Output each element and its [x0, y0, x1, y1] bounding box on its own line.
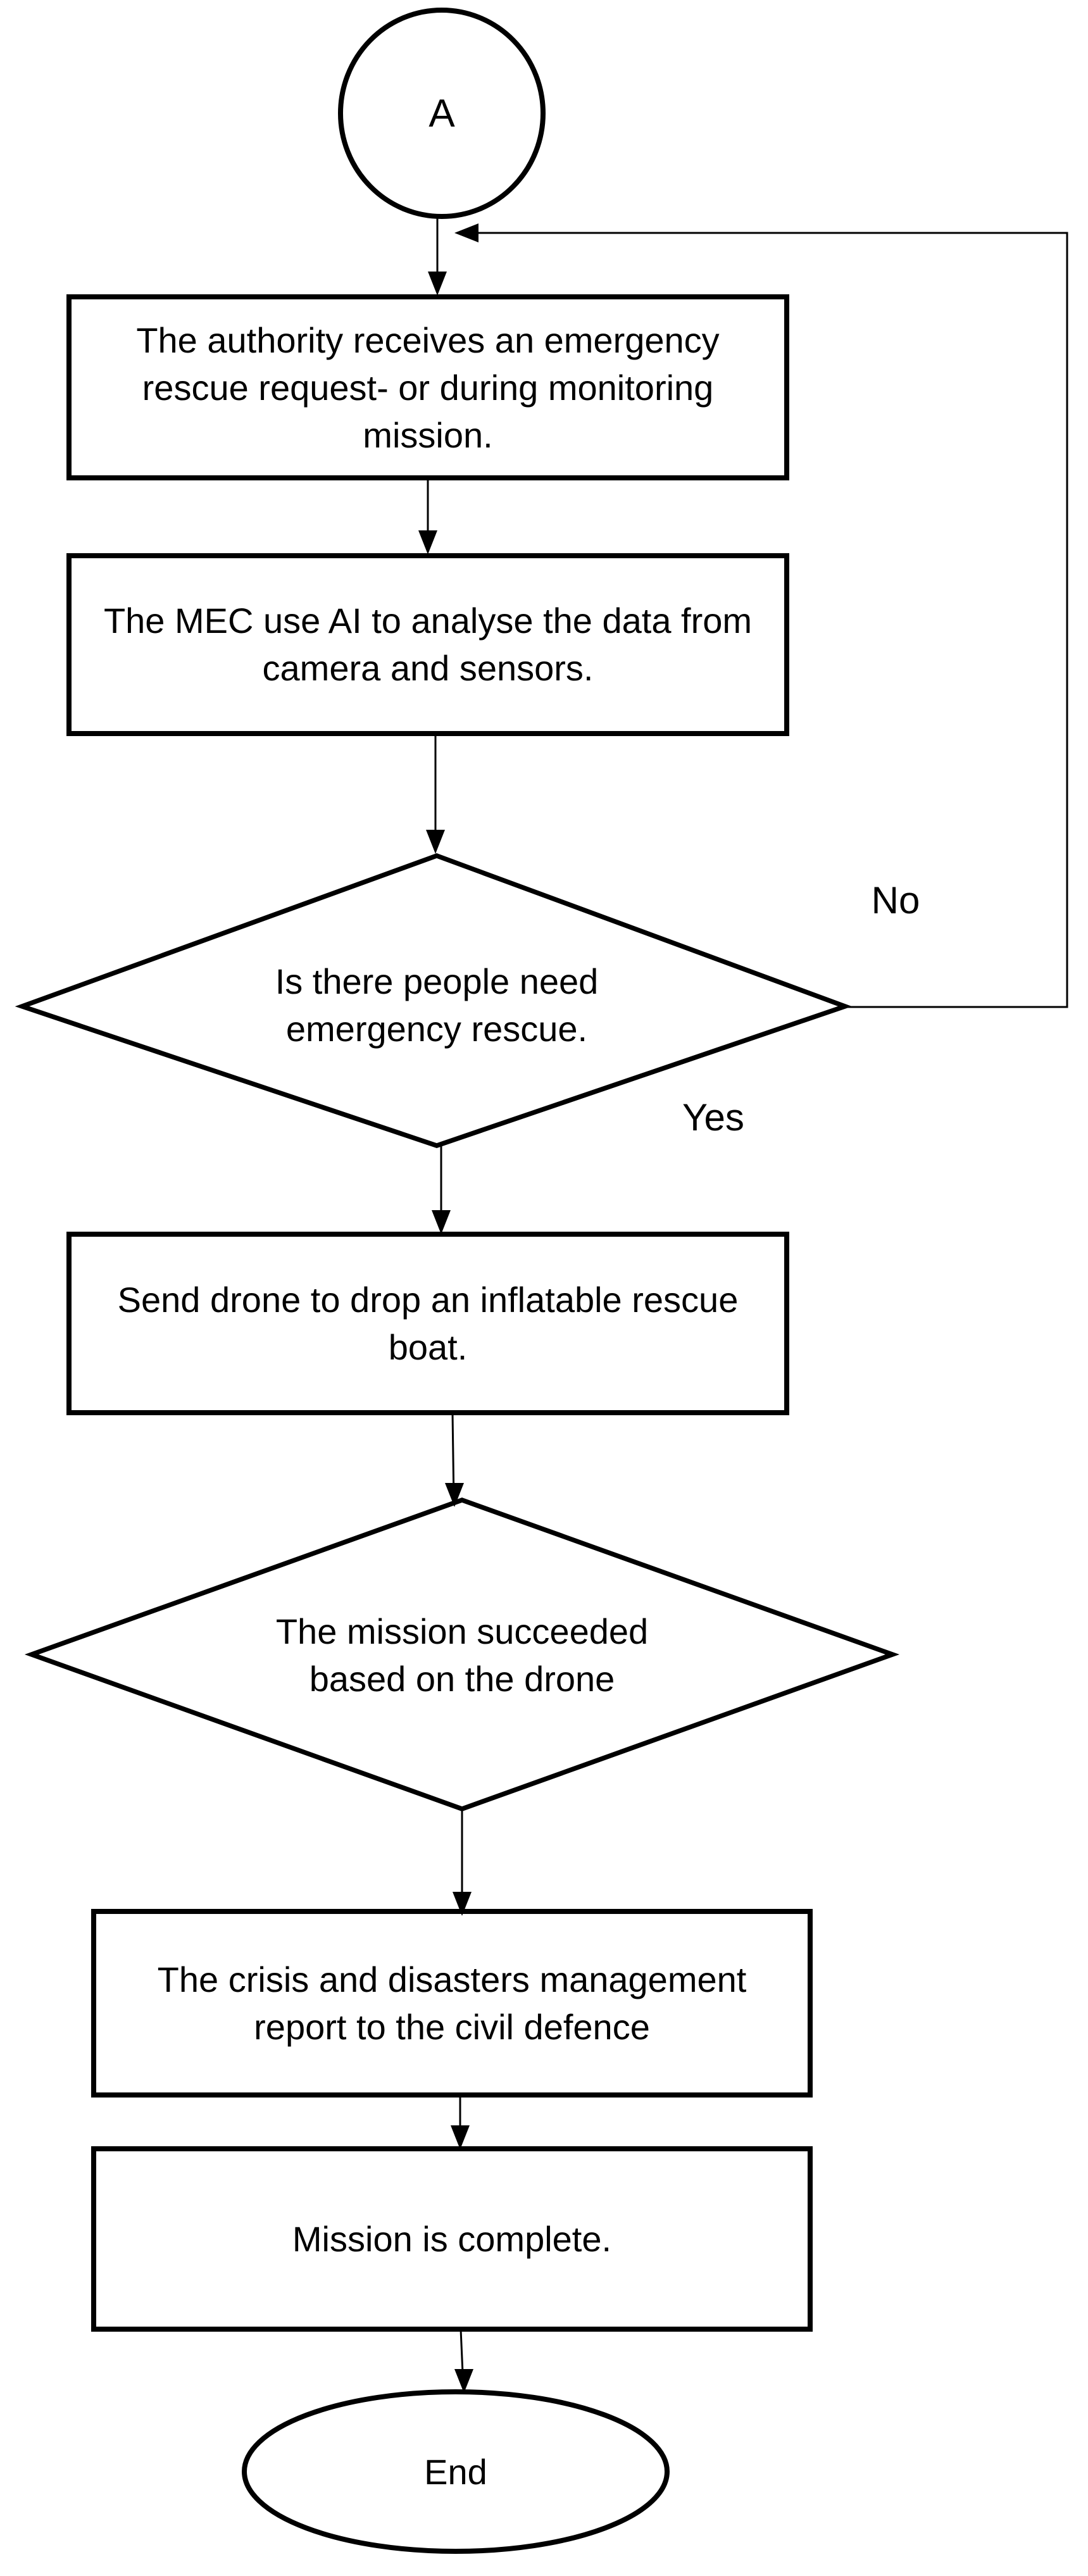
step1-line: The authority receives an emergency [136, 320, 720, 360]
step1-line: mission. [363, 415, 493, 455]
arrowhead-down-icon [451, 2125, 470, 2149]
arrowhead-down-icon [453, 1892, 472, 1916]
decision1-label: Is there people need emergency rescue. [120, 913, 753, 1097]
process-step5-label: Mission is complete. [106, 2152, 797, 2326]
process-box-step1 [66, 294, 789, 480]
start-connector-label: A [340, 9, 544, 217]
arrowhead-down-icon [426, 830, 445, 854]
step4-line: The crisis and disasters management [157, 1960, 747, 1999]
process-step2-label: The MEC use AI to analyse the data from … [82, 559, 773, 730]
arrowhead-down-icon [445, 1483, 464, 1507]
decision-diamond-1 [15, 853, 853, 1148]
connector-start-to-step1 [428, 218, 447, 296]
process-box-step3 [66, 1232, 789, 1415]
connector-step4-to-step5 [451, 2096, 470, 2149]
process-box-step5 [91, 2146, 813, 2332]
decision2-line: The mission succeeded [275, 1611, 649, 1651]
start-connector-circle [338, 8, 546, 219]
step5-line: Mission is complete. [292, 2219, 612, 2259]
process-step4-label: The crisis and disasters management repo… [106, 1915, 797, 2092]
decision2-label: The mission succeeded based on the drone [146, 1562, 778, 1748]
step4-line: report to the civil defence [254, 2007, 650, 2047]
connector-decision2-to-step4 [453, 1809, 472, 1916]
step2-line: The MEC use AI to analyse the data from [103, 601, 753, 641]
arrowhead-down-icon [428, 272, 447, 296]
connector-decision1-yes-to-step3 [432, 1145, 451, 1234]
connector-step1-to-step2 [418, 479, 437, 554]
end-terminator-ellipse [242, 2389, 670, 2554]
connector-step2-to-decision1 [426, 735, 445, 854]
connector-step5-to-end [454, 2329, 473, 2393]
connector-no-loop [454, 223, 1068, 1008]
connector-step3-to-decision2 [445, 1413, 464, 1507]
process-step1-label: The authority receives an emergency resc… [82, 301, 773, 474]
arrowhead-down-icon [454, 2369, 473, 2393]
arrowhead-down-icon [418, 530, 437, 554]
process-box-step2 [66, 553, 789, 736]
step3-line: Send drone to drop an inflatable rescue [117, 1280, 739, 1320]
decision2-line: based on the drone [309, 1659, 615, 1699]
start-connector-text: A [428, 91, 455, 135]
end-terminator-label: End [244, 2392, 667, 2551]
decision1-line: emergency rescue. [285, 1009, 588, 1049]
step2-line: camera and sensors. [262, 648, 594, 688]
end-terminator-text: End [424, 2451, 487, 2492]
yes-branch-label: Yes [682, 1096, 744, 1139]
process-box-step4 [91, 1909, 813, 2098]
process-step3-label: Send drone to drop an inflatable rescue … [82, 1237, 773, 1410]
arrowhead-left-icon [454, 223, 478, 242]
step1-line: rescue request- or during monitoring [142, 367, 714, 408]
decision1-line: Is there people need [275, 961, 599, 1001]
no-branch-label: No [871, 879, 920, 922]
arrowhead-down-icon [432, 1210, 451, 1234]
step3-line: boat. [388, 1327, 468, 1367]
